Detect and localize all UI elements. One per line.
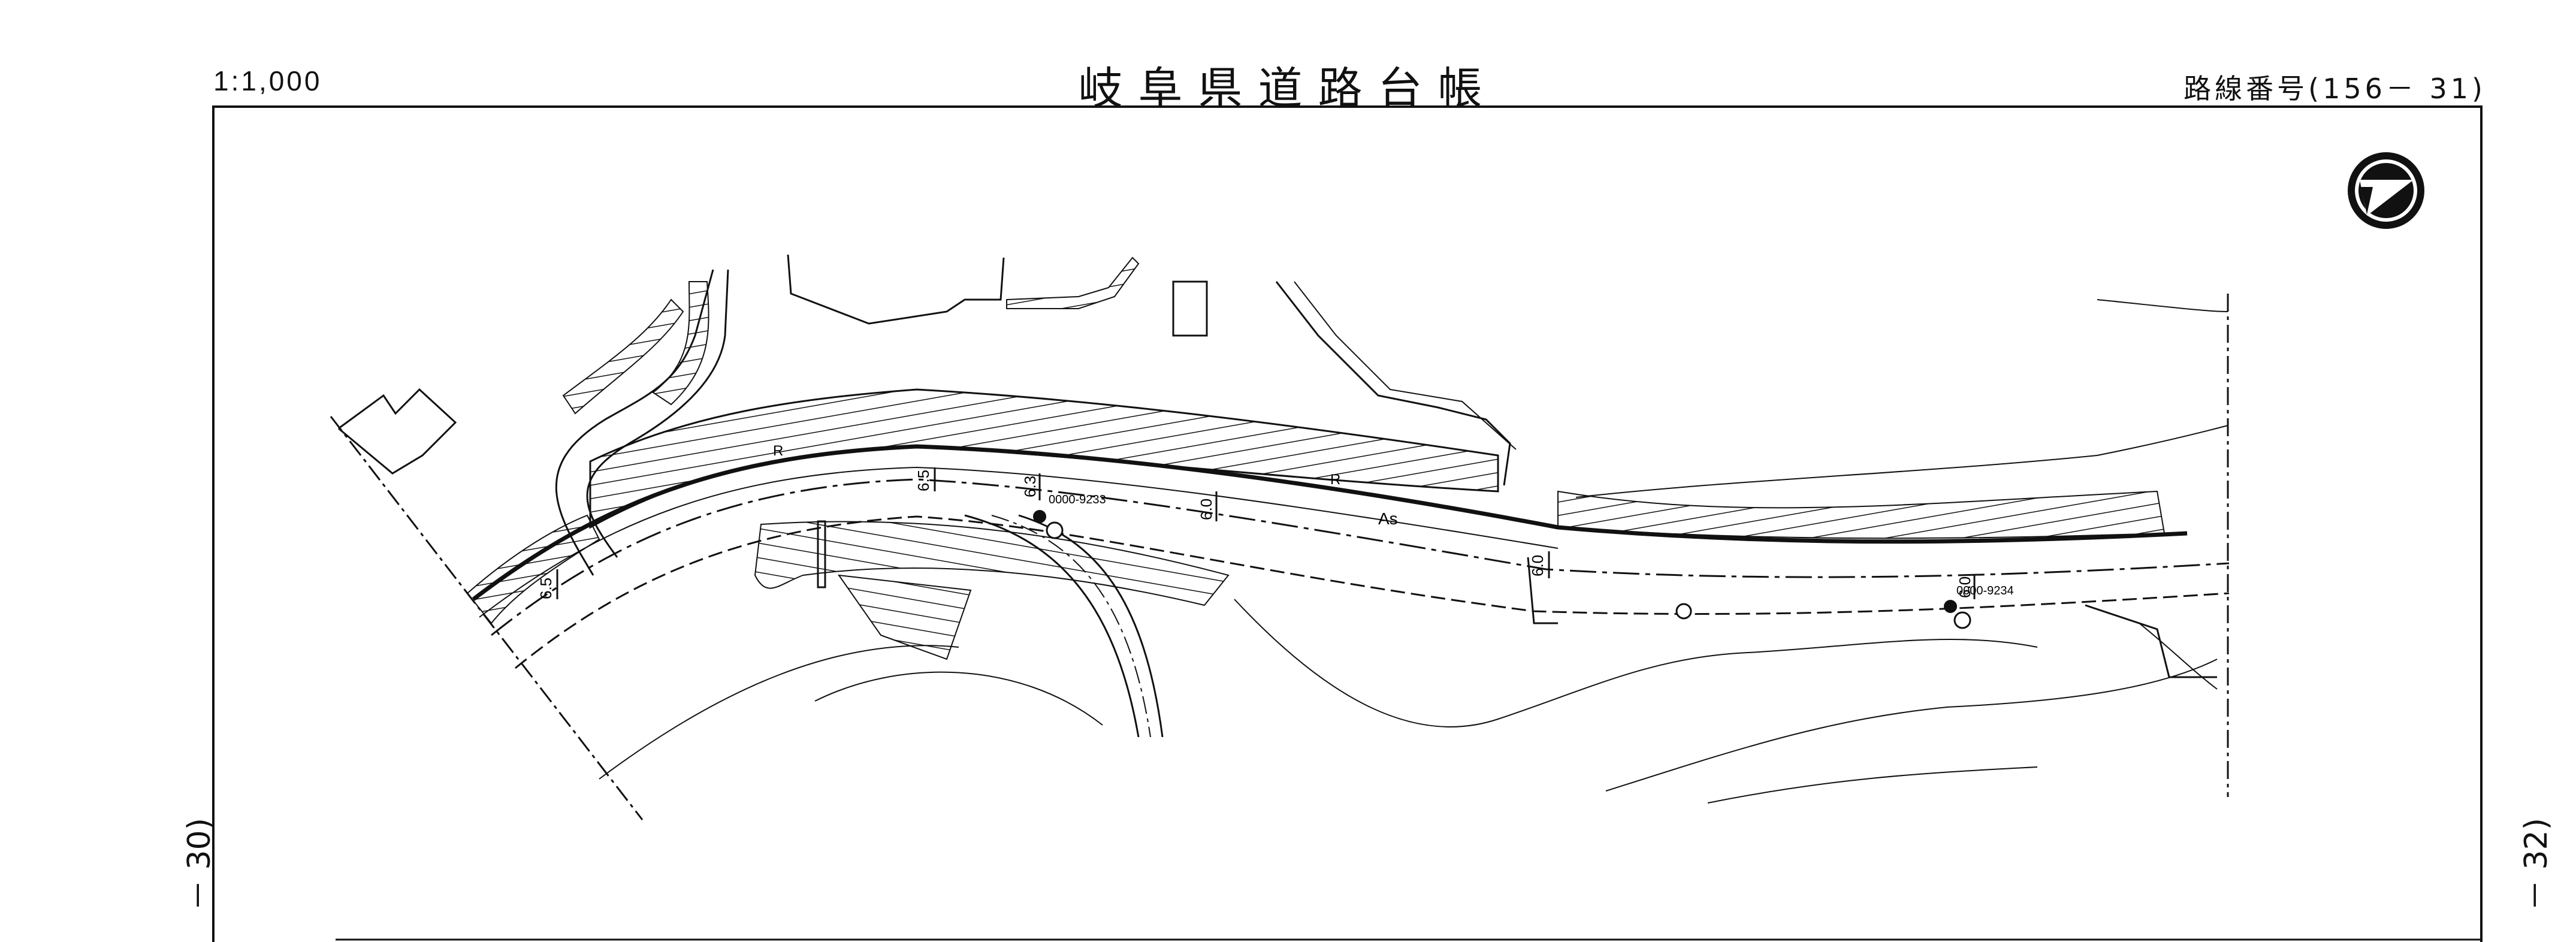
scale-label: 1:1,000	[213, 65, 322, 96]
side-road-hatch	[652, 281, 709, 406]
structure-box	[1172, 280, 1208, 337]
road-centerline	[491, 478, 2230, 636]
benchmark-point-2	[1944, 600, 1957, 613]
benchmark-ring-1	[1046, 521, 1064, 539]
terrain-line-4	[1605, 659, 2218, 792]
benchmark-label-2: 0000-9234	[1956, 584, 2014, 597]
culvert-right	[2085, 604, 2217, 678]
width-label-6: 6.0	[1956, 576, 1974, 598]
side-road-north-a	[555, 269, 714, 576]
terrain-line-7	[2097, 299, 2228, 312]
width-label-3: 6.0	[1197, 499, 1215, 520]
terrain-line-5	[1707, 766, 2038, 804]
road-offset-line	[479, 466, 1559, 618]
terrain-line-8	[2139, 623, 2218, 690]
benchmark-point-1	[1033, 510, 1046, 523]
terrain-line-3	[1234, 599, 2038, 727]
lower-slope-hatch	[754, 521, 1230, 606]
width-marks	[556, 467, 1976, 599]
road-edge-north	[472, 444, 2188, 601]
width-label-1: 6.5	[914, 470, 932, 491]
width-label-4: 6.0	[1529, 555, 1547, 576]
route-number: 路線番号(156－ 31)	[2184, 73, 2486, 105]
side-road-north-b	[586, 269, 729, 558]
terrain-line-1	[599, 645, 959, 780]
retaining-wall-hatch	[1006, 256, 1140, 309]
width-label-5: 6.5	[537, 578, 555, 599]
terrain-line-2	[814, 671, 1103, 726]
left-corner-hatch	[466, 514, 600, 624]
right-slope-hatch	[1557, 490, 2166, 539]
building-outline-2	[787, 254, 1005, 325]
branch-road-west	[964, 514, 1140, 738]
wall-marker-1	[817, 520, 826, 588]
lower-slope-hatch-2	[837, 574, 972, 660]
right-of-way-mark-1: R	[773, 443, 783, 459]
sheet-frame	[212, 105, 2483, 942]
upper-left-hatch	[562, 298, 684, 415]
width-label-2: 6.3	[1021, 476, 1039, 497]
upper-slope-hatch	[589, 388, 1499, 529]
pavement-label: As	[1378, 509, 1398, 528]
right-of-way-mark-2: R	[1330, 472, 1340, 488]
branch-road-center	[991, 515, 1151, 738]
benchmark-label-1: 0000-9233	[1049, 493, 1106, 506]
terrain-line-6	[1575, 425, 2228, 498]
benchmark-ring-2	[1953, 611, 1971, 629]
north-arrow-icon	[2348, 152, 2424, 229]
building-outline-1	[338, 388, 457, 475]
manhole-1	[1675, 603, 1692, 620]
fence-line-2	[1294, 281, 1517, 450]
wall-marker-2	[1527, 557, 1558, 624]
